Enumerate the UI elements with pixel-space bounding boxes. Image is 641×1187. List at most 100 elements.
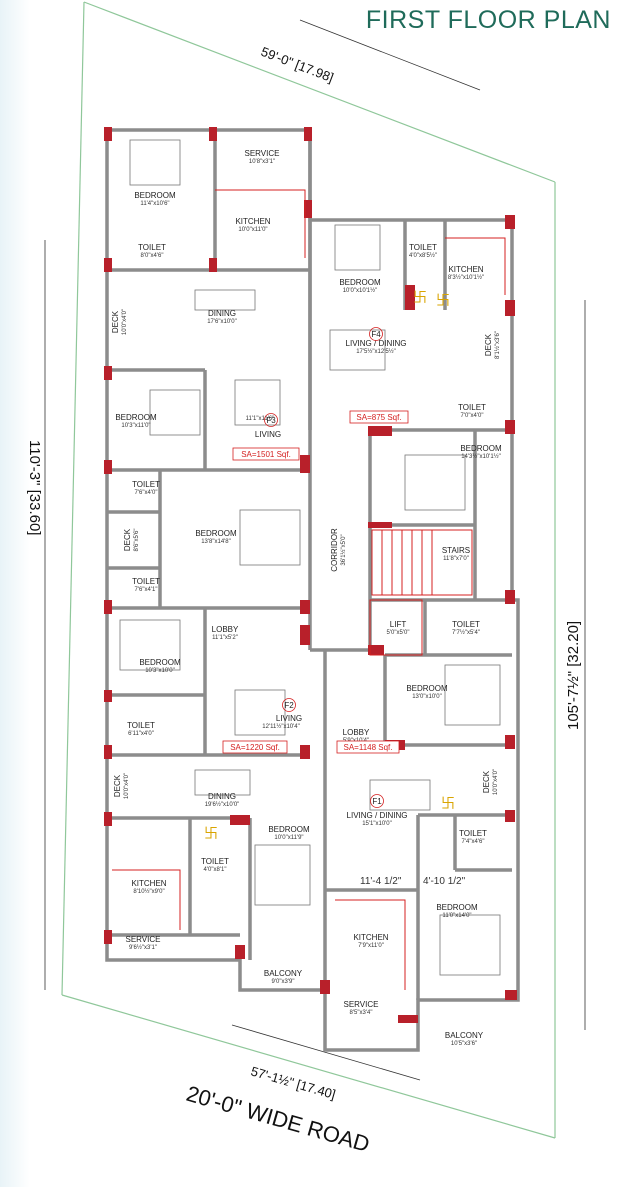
room-name: TOILET <box>458 403 486 412</box>
room-dim: 17'6"x10'0" <box>207 319 237 325</box>
room-name: BEDROOM <box>268 825 310 834</box>
room-dim: 5'0"x5'0" <box>387 630 410 636</box>
room-name: DECK <box>482 770 491 793</box>
room-name: TOILET <box>138 243 166 252</box>
room-dim: 7'6"x4'1" <box>135 587 158 593</box>
dim-inner-depth: 4'-10 1/2" <box>423 876 466 887</box>
room-name: LIVING <box>255 430 281 439</box>
room-name: DECK <box>111 310 120 333</box>
room-dim: 17'5½"x12'5½" <box>356 348 396 355</box>
room-dim: 36'1½"x5'0" <box>340 534 347 565</box>
room-name: SERVICE <box>126 935 161 944</box>
room-dim: 9'0"x3'9" <box>272 979 295 985</box>
room-dim: 12'11½"x10'4" <box>262 723 299 730</box>
plot-boundary <box>61 1 556 1139</box>
room-dim: 10'0"x4'0" <box>122 309 128 335</box>
room-name: KITCHEN <box>448 265 483 274</box>
room-name: KITCHEN <box>131 879 166 888</box>
room-name: BEDROOM <box>139 658 181 667</box>
flat-tag-f3: F3 <box>266 416 276 425</box>
room-name: DINING <box>208 792 236 801</box>
area-f4: SA=875 Sqf. <box>356 413 401 422</box>
room-dim: 11'1"x5'2" <box>212 635 238 641</box>
room-dim: 4'0"x8'1" <box>204 867 227 873</box>
stairs-detail <box>112 189 506 990</box>
room-dim: 4'0"x8'5½" <box>409 252 437 259</box>
furniture <box>119 139 501 976</box>
room-dim: 19'6½"x10'0" <box>205 801 240 808</box>
room-name: TOILET <box>127 721 155 730</box>
road-label: 20'-0" WIDE ROAD <box>184 1081 373 1157</box>
page-title: FIRST FLOOR PLAN <box>365 6 611 34</box>
room-dim: 13'0"x10'0" <box>412 694 442 700</box>
room-dim: 15'1"x10'0" <box>362 821 392 827</box>
room-dim: 11'8"x7'0" <box>443 556 469 562</box>
room-name: BEDROOM <box>436 903 478 912</box>
room-name: TOILET <box>132 480 160 489</box>
room-name: DECK <box>484 333 493 356</box>
flat-tag-f1: F1 <box>372 797 382 806</box>
room-name: KITCHEN <box>353 933 388 942</box>
room-dim: 7'7½"x5'4" <box>452 629 480 636</box>
room-labels: SERVICE 10'8"x3'1" BEDROOM 11'4"x10'6" K… <box>111 149 502 1047</box>
room-name: STAIRS <box>442 546 470 555</box>
room-name: CORRIDOR <box>330 528 339 572</box>
area-f1: SA=1148 Sqf. <box>344 743 393 752</box>
flat-tag-f4: F4 <box>371 330 381 339</box>
dim-left: 110'-3" [33.60] <box>26 440 43 535</box>
room-name: DINING <box>208 309 236 318</box>
room-dim: 8'5"x3'4" <box>350 1010 373 1016</box>
swastik-icon: 卐 <box>436 292 450 308</box>
room-dim: 14'3½"x10'1½" <box>461 453 501 460</box>
room-name: BEDROOM <box>115 413 157 422</box>
flat-tag-f2: F2 <box>284 701 294 710</box>
room-name: BALCONY <box>264 969 303 978</box>
dim-top: 59'-0" [17.98] <box>259 44 336 85</box>
dimension-lines <box>44 19 586 1081</box>
room-dim: 10'3"x11'0" <box>121 423 150 429</box>
swastik-icon: 卐 <box>441 795 455 811</box>
room-name: BEDROOM <box>134 191 176 200</box>
room-dim: 8'1½"x3'6" <box>494 331 501 359</box>
room-name: KITCHEN <box>235 217 270 226</box>
room-dim: 8'3½"x10'1½" <box>448 274 484 281</box>
room-name: BEDROOM <box>195 529 237 538</box>
room-dim: 10'0"x11'0" <box>238 227 267 233</box>
room-name: TOILET <box>132 577 160 586</box>
room-name: BEDROOM <box>460 444 502 453</box>
swastik-icon: 卐 <box>413 289 427 305</box>
room-name: SERVICE <box>245 149 280 158</box>
flat-labels: F3 F2 F4 F1 SA=1501 Sqf. SA=875 Sqf. SA=… <box>222 327 409 808</box>
room-dim: 8'10½"x9'0" <box>133 888 164 895</box>
room-dim: 10'3"x10'0" <box>145 668 175 674</box>
room-name: BEDROOM <box>406 684 448 693</box>
room-name: LIVING / DINING <box>346 339 407 348</box>
swastik-symbols: 卐 卐 卐 卐 <box>204 289 455 841</box>
room-dim: 8'0"x4'6" <box>141 253 164 259</box>
room-name: DECK <box>113 774 122 797</box>
room-dim: 10'5"x3'6" <box>451 1041 477 1047</box>
room-name: BEDROOM <box>339 278 381 287</box>
room-dim: 10'0"x4'0" <box>124 773 130 799</box>
room-dim: 10'0"x10'1½" <box>343 287 378 294</box>
room-name: LIFT <box>390 620 407 629</box>
room-dim: 10'0"x4'0" <box>493 769 499 795</box>
room-name: TOILET <box>459 829 487 838</box>
room-name: SERVICE <box>344 1000 379 1009</box>
room-name: TOILET <box>201 857 229 866</box>
room-name: LOBBY <box>343 728 370 737</box>
room-name: TOILET <box>409 243 437 252</box>
room-dim: 7'6"x4'0" <box>135 490 158 496</box>
corner-shade <box>0 0 30 1187</box>
area-f3: SA=1501 Sqf. <box>241 450 291 459</box>
room-dim: 10'0"x11'9" <box>274 835 303 841</box>
swastik-icon: 卐 <box>204 825 218 841</box>
room-dim: 13'8"x14'8" <box>201 539 231 545</box>
room-dim: 11'4"x10'6" <box>140 201 169 207</box>
room-name: LOBBY <box>212 625 239 634</box>
room-dim: 11'0"x14'0" <box>442 913 471 919</box>
room-dim: 9'6½"x3'1" <box>129 944 157 951</box>
room-dim: 7'0"x4'0" <box>461 413 484 419</box>
room-name: LIVING <box>276 714 302 723</box>
